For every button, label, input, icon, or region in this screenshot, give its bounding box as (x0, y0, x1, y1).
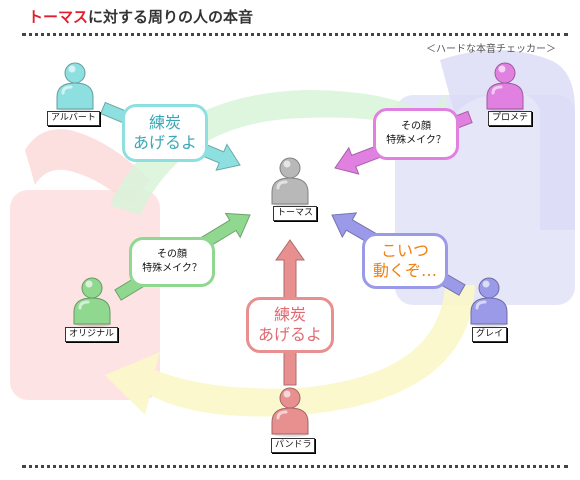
quote-line: 練炭 (148, 113, 181, 132)
name-tag-pandora: パンドラ (271, 438, 316, 453)
title-rest: に対する周りの人の本音 (88, 8, 254, 26)
quote-line: 動くぞ… (372, 261, 437, 280)
quote-line: 練炭 (273, 305, 306, 324)
person-icon-prometh (486, 62, 524, 112)
top-divider (22, 33, 568, 36)
speech-bubble-gray: こいつ動くぞ… (362, 233, 448, 289)
speech-bubble-original: その顔特殊メイク？ (129, 237, 215, 287)
quote-line: 特殊メイク？ (386, 135, 446, 146)
speech-bubble-prometh: その顔特殊メイク？ (373, 108, 459, 160)
name-tag-prometh: プロメテ (488, 111, 533, 126)
quote-line: その顔 (401, 121, 431, 132)
quote-line: その顔 (157, 249, 187, 260)
person-icon-original (73, 277, 111, 327)
title-name: トーマス (28, 8, 89, 26)
page-title: トーマスに対する周りの人の本音 (28, 6, 253, 27)
center-person-icon (271, 157, 309, 207)
subtitle: ＜ハードな本音チェッカー＞ (426, 44, 556, 55)
person-icon-pandora (271, 387, 309, 437)
name-tag-original: オリジナル (65, 327, 119, 342)
quote-line: あげるよ (257, 325, 322, 344)
person-icon-albert (56, 62, 94, 112)
quote-line: あげるよ (132, 133, 197, 152)
name-tag-albert: アルバート (47, 111, 100, 126)
quote-line: 特殊メイク？ (142, 263, 202, 274)
bottom-divider (22, 465, 568, 468)
speech-bubble-pandora: 練炭あげるよ (246, 297, 334, 353)
person-icon-gray (470, 277, 508, 327)
quote-line: こいつ (380, 241, 429, 260)
center-name-tag: トーマス (273, 206, 318, 221)
bg-yellow-arc (105, 285, 475, 417)
speech-bubble-albert: 練炭あげるよ (122, 104, 208, 162)
bg-red-arch (25, 129, 150, 205)
name-tag-gray: グレイ (472, 327, 508, 342)
